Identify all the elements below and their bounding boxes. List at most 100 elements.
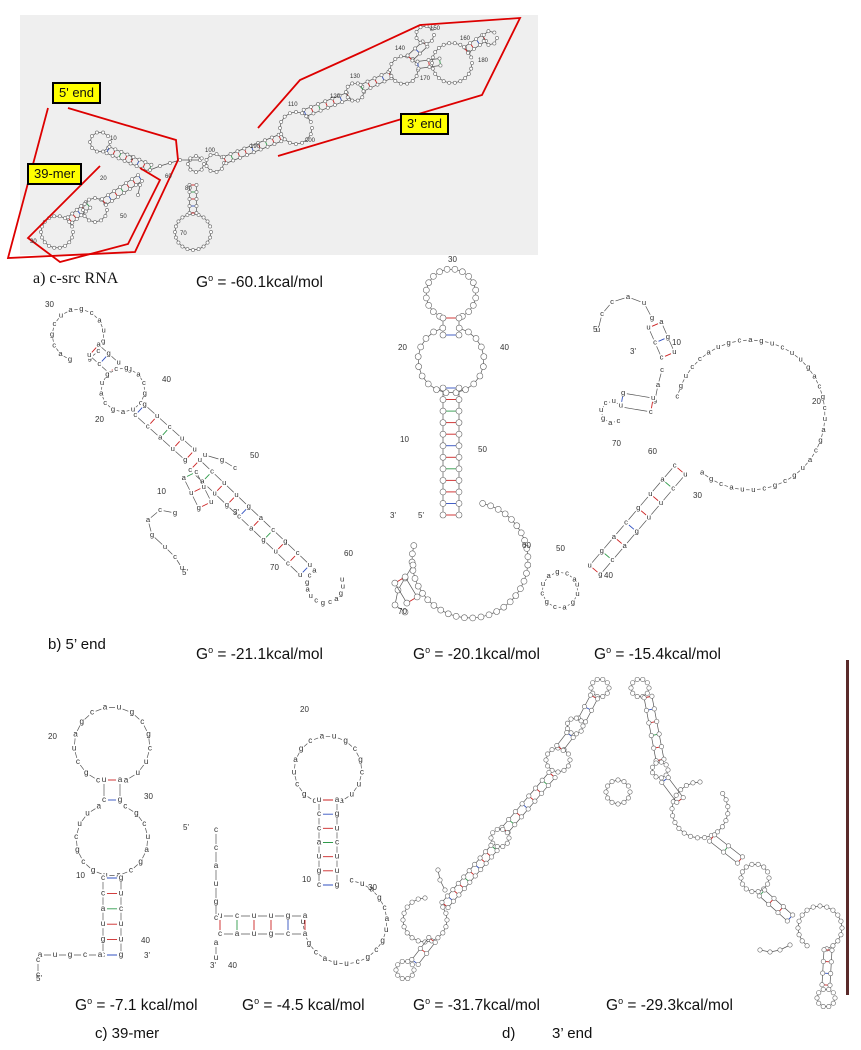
nt-number: 40 <box>604 571 613 580</box>
nucleotide-letter: c <box>611 555 615 564</box>
nucleotide <box>648 733 654 739</box>
nucleotide-letter: u <box>274 547 278 556</box>
nucleotide <box>430 328 437 336</box>
energy-b1: Go = -21.1kcal/mol <box>196 645 323 664</box>
nucleotide <box>588 685 594 691</box>
nucleotide-letter: a <box>808 455 813 464</box>
nucleotide <box>231 158 236 163</box>
nucleotide-letter: g <box>335 880 340 889</box>
nt-number: 70 <box>612 439 621 448</box>
caption-b: b) 5’ end <box>48 636 106 653</box>
caption-d-letter: d) <box>502 1025 516 1042</box>
nucleotide-letter: g <box>636 503 640 512</box>
structure-d1 <box>393 676 612 982</box>
nucleotide-letter: c <box>103 398 107 407</box>
nucleotide-letter: c <box>698 354 702 363</box>
nucleotide-letter: u <box>100 378 104 387</box>
nucleotide <box>810 904 816 910</box>
nucleotide-letter: c <box>317 823 321 832</box>
nucleotide <box>455 511 463 519</box>
nucleotide <box>439 453 447 461</box>
backbone <box>279 111 313 145</box>
backbone <box>441 845 492 903</box>
nucleotide <box>439 384 447 392</box>
nucleotide <box>437 606 445 614</box>
nucleotide <box>549 747 555 753</box>
nucleotide-letter: u <box>716 342 720 351</box>
nucleotide <box>140 179 144 183</box>
nucleotide <box>838 918 844 924</box>
nucleotide-letter: u <box>751 485 755 494</box>
energy-c2: Go = -4.5 kcal/mol <box>242 996 365 1015</box>
nt-number: 40 <box>141 936 150 945</box>
nucleotide-letter: g <box>143 388 147 397</box>
nucleotide-letter: c <box>168 422 172 431</box>
nucleotide <box>52 245 57 250</box>
nucleotide <box>672 820 678 826</box>
structure-b2 <box>391 266 532 622</box>
nucleotide <box>187 204 192 208</box>
nucleotide <box>418 372 426 380</box>
nucleotide <box>519 801 525 807</box>
end-label: 5' <box>593 325 599 334</box>
nucleotide-letter: c <box>129 866 133 875</box>
nucleotide <box>461 886 467 892</box>
nucleotide <box>204 164 209 168</box>
nucleotide <box>824 904 830 910</box>
nucleotide <box>649 770 655 776</box>
nucleotide <box>411 967 417 973</box>
nucleotide-letter: a <box>562 602 567 611</box>
nucleotide-letter: a <box>101 904 106 913</box>
nucleotide <box>455 500 463 507</box>
nucleotide-letter: c <box>780 342 784 351</box>
nucleotide <box>600 694 606 700</box>
panel-a-structure: 150 160 180 140 130 170 120 110 200 190 … <box>6 16 522 263</box>
nucleotide <box>417 946 423 952</box>
nucleotide-letter: c <box>90 308 94 317</box>
nucleotide <box>455 442 463 450</box>
nucleotide <box>697 779 703 785</box>
nucleotide <box>561 767 567 773</box>
nt-number: 70 <box>270 563 279 572</box>
nucleotide <box>605 795 611 801</box>
nucleotide <box>500 844 506 850</box>
nucleotide-letter: u <box>672 347 676 356</box>
nucleotide <box>565 751 571 757</box>
nucleotide <box>445 905 451 911</box>
nucleotide-letter: g <box>130 708 135 717</box>
nucleotide <box>455 331 463 339</box>
nucleotide <box>590 680 596 686</box>
nucleotide-letter: g <box>598 569 602 578</box>
nucleotide <box>430 308 437 315</box>
nucleotide <box>578 728 584 734</box>
nucleotide-letter: a <box>660 475 665 484</box>
nucleotide <box>439 407 447 415</box>
nucleotide <box>103 214 108 218</box>
nucleotide <box>82 202 87 206</box>
nucleotide-letter: u <box>119 888 124 897</box>
nucleotide <box>609 799 615 805</box>
nucleotide-letter: c <box>83 950 87 959</box>
nucleotide <box>765 869 771 875</box>
nucleotide-letter: a <box>58 349 63 358</box>
nucleotide <box>707 838 713 844</box>
nucleotide-letter: u <box>684 371 688 380</box>
nucleotide <box>767 949 773 955</box>
nt-number: 30 <box>144 792 153 801</box>
nt-number: 10 <box>400 435 409 444</box>
nucleotide <box>148 168 152 172</box>
backbone <box>821 949 825 985</box>
nucleotide <box>116 195 120 199</box>
nucleotide-letter: u <box>72 743 77 752</box>
nucleotide <box>399 976 405 982</box>
nucleotide <box>403 599 411 607</box>
nucleotide <box>279 139 284 144</box>
nucleotide-letter: g <box>773 481 777 490</box>
nucleotide <box>583 719 589 725</box>
nucleotide <box>817 903 823 909</box>
nucleotide <box>820 986 826 992</box>
nucleotide-letter: g <box>709 474 713 483</box>
nucleotide-letter: c <box>675 391 679 400</box>
nucleotide <box>738 875 744 881</box>
nucleotide-letter: c <box>146 421 150 430</box>
